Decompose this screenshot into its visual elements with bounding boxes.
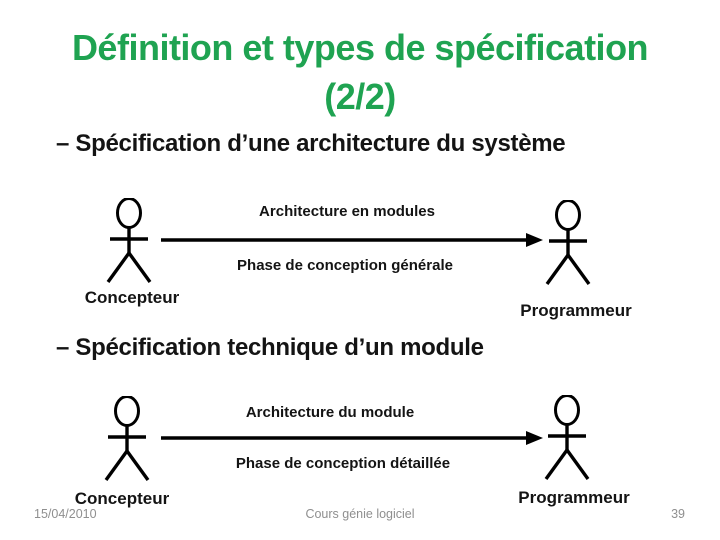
actor-label-concepteur: Concepteur <box>84 288 180 307</box>
footer-page-number: 39 <box>671 507 685 521</box>
arrow-bottom-label: Phase de conception détaillée <box>235 455 451 472</box>
actor-label-concepteur: Concepteur <box>74 489 170 508</box>
actor-label-programmeur: Programmeur <box>520 301 632 320</box>
stick-figure-concepteur-icon <box>104 396 150 481</box>
arrow-right-icon <box>161 233 543 247</box>
bullet-system-architecture: – Spécification d’une architecture du sy… <box>56 130 566 157</box>
stick-figure-programmeur-icon <box>544 395 590 480</box>
slide-title: Définition et types de spécification (2/… <box>0 23 720 121</box>
arrow-top-label: Architecture du module <box>245 404 415 421</box>
slide-title-line1: Définition et types de spécification <box>71 27 649 68</box>
footer-date: 15/04/2010 <box>34 507 97 521</box>
actor-label-programmeur: Programmeur <box>518 488 630 507</box>
stick-figure-programmeur-icon <box>545 200 591 285</box>
bullet-module-specification: – Spécification technique d’un module <box>56 334 484 361</box>
slide-title-line2: (2/2) <box>324 76 396 117</box>
stick-figure-concepteur-icon <box>106 198 152 283</box>
arrow-top-label: Architecture en modules <box>259 203 435 220</box>
footer-course-title: Cours génie logiciel <box>305 507 415 521</box>
arrow-bottom-label: Phase de conception générale <box>237 257 453 274</box>
arrow-right-icon <box>161 431 543 445</box>
